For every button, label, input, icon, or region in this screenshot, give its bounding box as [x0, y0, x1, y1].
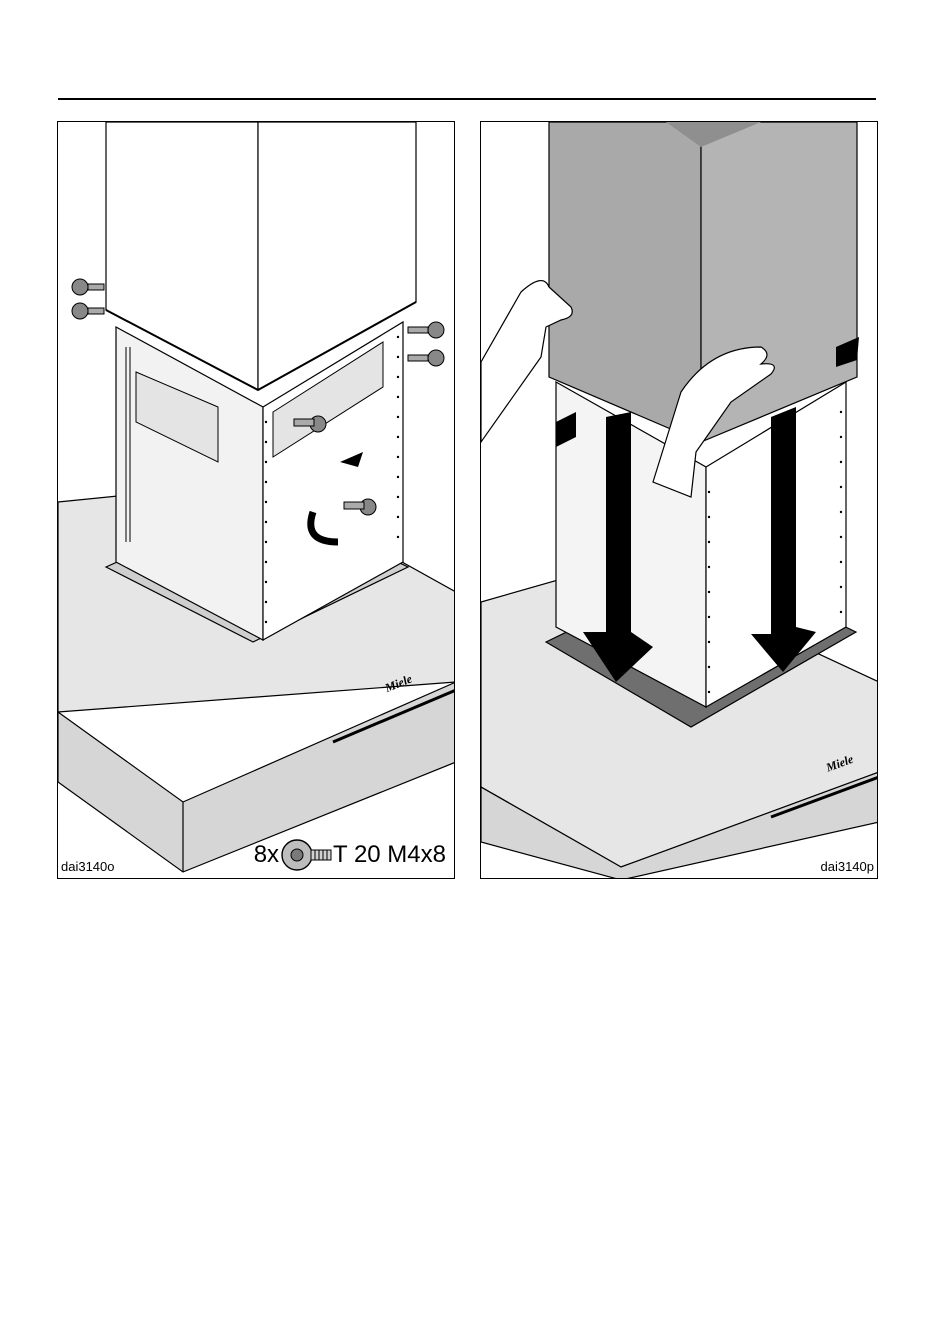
figure-code: dai3140o	[61, 859, 115, 874]
illustration-right: Miele	[481, 122, 878, 879]
figure-left: Miele	[57, 121, 455, 879]
header-rule	[58, 98, 876, 100]
screw-quantity: 8x	[254, 841, 279, 869]
figure-code: dai3140p	[821, 859, 875, 874]
screw-type: T 20 M4x8	[333, 841, 446, 869]
figure-right: Miele dai3140p	[480, 121, 878, 879]
screw-specification: 8x T 20 M4x8	[254, 838, 446, 872]
illustration-left: Miele	[58, 122, 455, 879]
screw-icon	[281, 838, 333, 872]
